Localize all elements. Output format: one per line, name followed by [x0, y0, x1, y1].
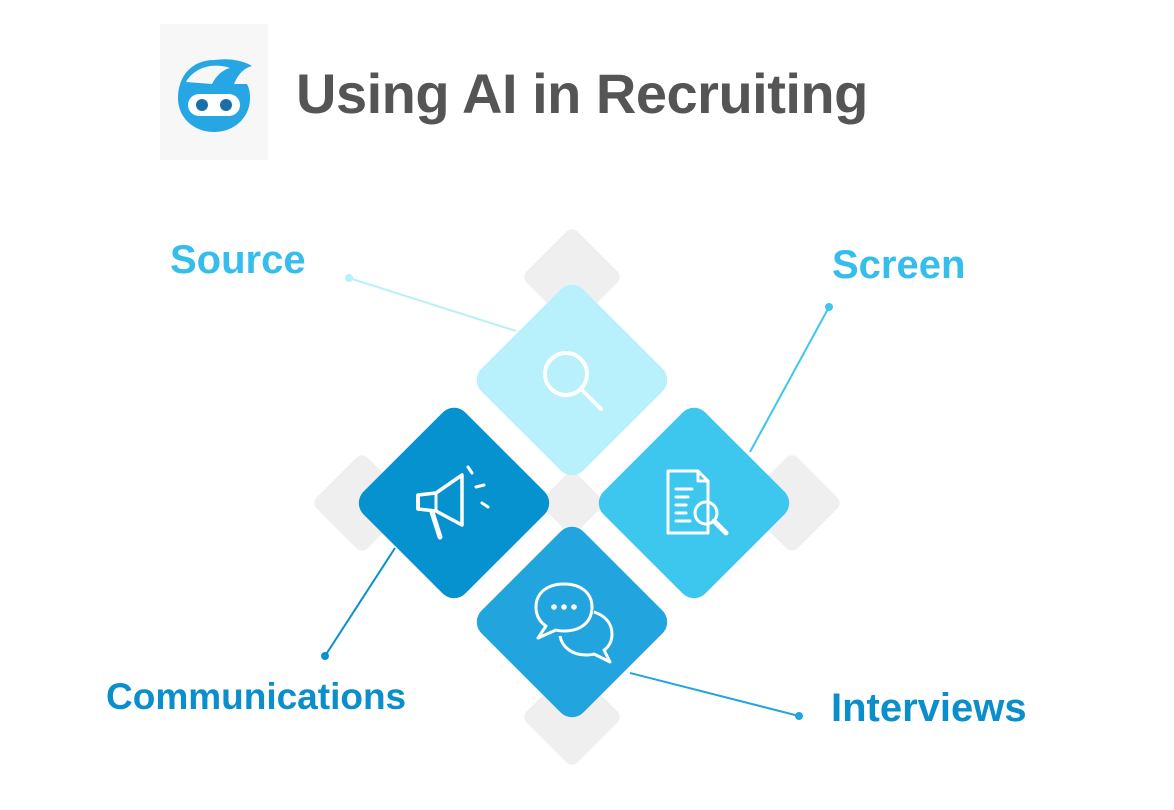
shadow-tile-center	[540, 471, 604, 535]
logo	[160, 24, 268, 160]
shadow-tile-top	[524, 229, 620, 325]
tile-screen	[598, 407, 790, 599]
page-title: Using AI in Recruiting	[296, 62, 868, 125]
connector-source	[345, 274, 517, 332]
tile-communications	[358, 407, 550, 599]
tile-source	[476, 284, 668, 476]
megaphone-icon	[416, 465, 490, 540]
ninja-logo-icon	[178, 59, 252, 132]
label-source: Source	[170, 238, 306, 282]
label-interviews: Interviews	[831, 686, 1027, 730]
document-search-icon	[666, 469, 729, 536]
connector-communications	[321, 547, 396, 660]
connector-screen	[749, 303, 833, 453]
label-communications: Communications	[106, 676, 407, 717]
magnifier-icon	[543, 351, 603, 411]
label-screen: Screen	[832, 243, 966, 287]
chat-bubbles-icon	[534, 582, 614, 664]
connector-interviews	[629, 672, 803, 720]
tile-interviews	[476, 526, 668, 718]
